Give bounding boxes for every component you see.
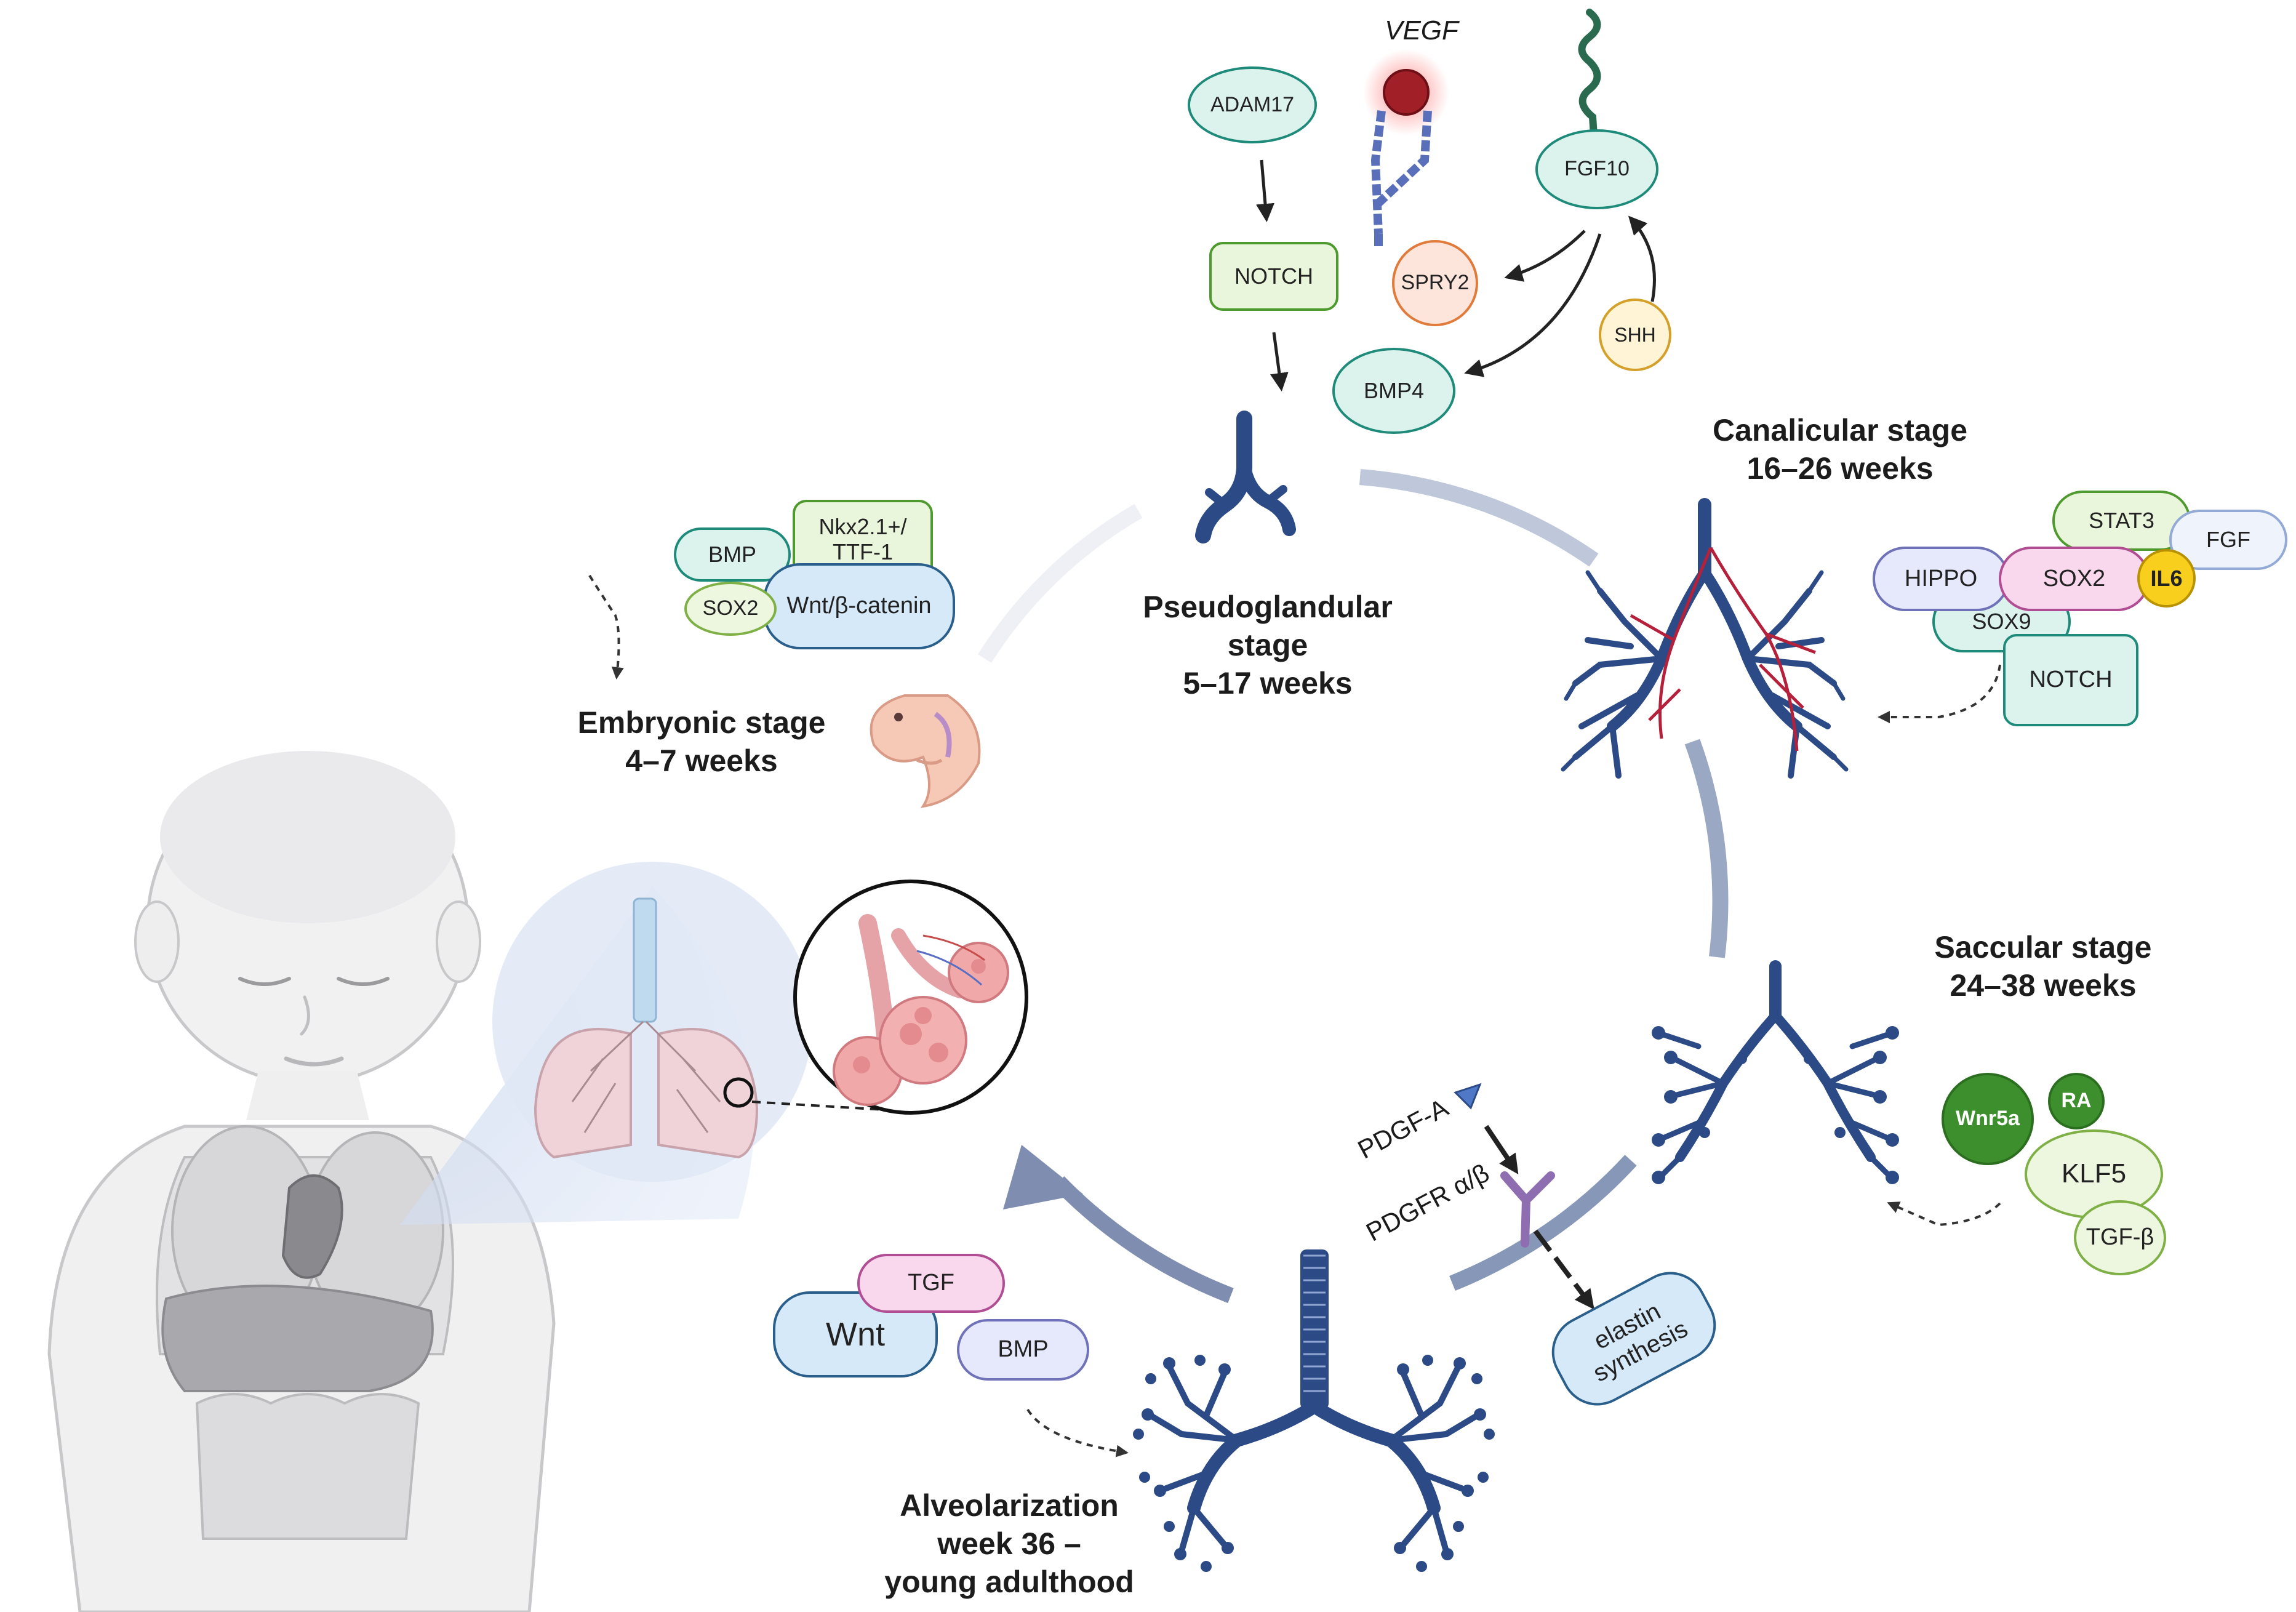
saccular-tgf-beta-node: TGF-β: [2074, 1200, 2166, 1275]
pseudoglandular-arrows: [1256, 159, 1656, 391]
canalicular-sox2-node: SOX2: [1999, 547, 2150, 611]
embryonic-dashed-arrow: [588, 574, 624, 680]
il6-node: IL6: [2137, 549, 2196, 608]
embryo-illustration: [870, 694, 981, 808]
pdgf-pathway: [1454, 1083, 1594, 1310]
saccular-sacs: [1652, 1026, 1899, 1184]
notch-node: NOTCH: [1209, 242, 1338, 311]
vegf-receptor-icon: [1363, 49, 1449, 246]
hippo-node: HIPPO: [1873, 547, 2009, 611]
alveolar-bmp-node: BMP: [957, 1319, 1089, 1381]
infant-illustration: [47, 751, 556, 1612]
alveolarization-stage-label: Alveolarization week 36 – young adulthoo…: [884, 1488, 1134, 1599]
canalicular-notch-node: NOTCH: [2003, 634, 2138, 726]
saccular-dashed-arrow: [1887, 1201, 2001, 1227]
alveolar-tgf-node: TGF: [857, 1254, 1005, 1313]
embryonic-sox2-node: SOX2: [684, 582, 777, 636]
embryonic-bmp-node: BMP: [674, 527, 791, 582]
pseudoglandular-airway: [1195, 411, 1296, 543]
saccular-airway: [1658, 960, 1892, 1179]
spry2-node: SPRY2: [1392, 240, 1478, 326]
bmp4-node: BMP4: [1332, 348, 1455, 434]
adam17-node: ADAM17: [1188, 66, 1317, 143]
saccular-stage-label: Saccular stage 24–38 weeks: [1934, 930, 2152, 1003]
embryonic-stage-label: Embryonic stage 4–7 weeks: [577, 705, 826, 778]
alveolar-airway: [1133, 1249, 1495, 1572]
canalicular-vessels: [1630, 547, 1816, 752]
fgf10-node: FGF10: [1535, 129, 1658, 209]
ra-node: RA: [2048, 1073, 2105, 1129]
canalicular-dashed-arrow: [1878, 664, 2001, 723]
lung-closeup: [534, 897, 905, 1159]
canalicular-airway: [1561, 498, 1849, 779]
alveoli-magnifier: [793, 880, 1028, 1115]
vegf-label: VEGF: [1385, 15, 1458, 46]
pseudoglandular-stage-label: Pseudoglandular stage 5–17 weeks: [1143, 590, 1393, 700]
canalicular-stage-label: Canalicular stage 16–26 weeks: [1712, 413, 1968, 486]
alveolar-dashed-arrow: [1026, 1408, 1129, 1458]
shh-node: SHH: [1599, 299, 1671, 371]
development-cycle: [978, 469, 1729, 1304]
wnr5a-node: Wnr5a: [1942, 1073, 2034, 1165]
wnt-beta-catenin-node: Wnt/β-catenin: [763, 563, 955, 649]
fgf10-ligand-icon: [1578, 9, 1601, 139]
